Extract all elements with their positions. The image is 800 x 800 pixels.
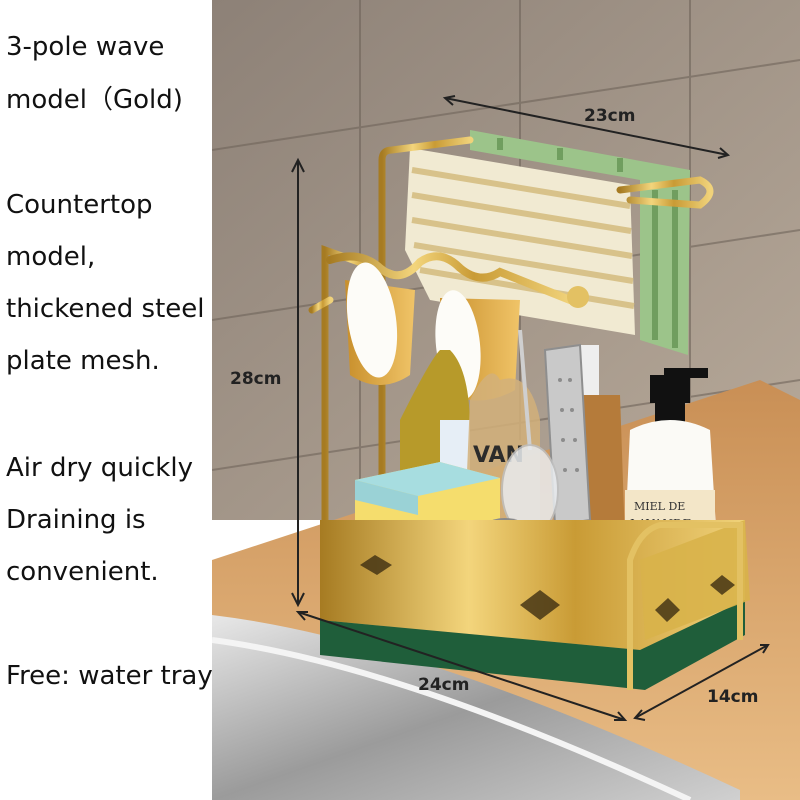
feature-line-2: model（Gold)	[6, 85, 183, 115]
feature-line-3: Countertop	[6, 190, 153, 220]
dimension-width-label: 23cm	[584, 106, 636, 126]
dimension-length-label: 24cm	[418, 675, 470, 695]
dimension-depth-label: 14cm	[707, 687, 759, 707]
product-photo: VAN MIEL DE LAVANDE	[212, 0, 800, 800]
feature-line-4: model,	[6, 242, 96, 272]
bottle-label-miel: MIEL DE	[634, 500, 685, 513]
feature-line-7: Air dry quickly	[6, 453, 193, 483]
feature-line-6: plate mesh.	[6, 346, 160, 376]
dimension-height-label: 28cm	[230, 369, 282, 389]
gold-basket	[320, 520, 750, 690]
feature-line-8: Draining is	[6, 505, 146, 535]
green-plaid-towel	[470, 130, 690, 355]
feature-line-9: convenient.	[6, 557, 159, 587]
description-panel: 3-pole wave model（Gold) Countertop model…	[0, 0, 213, 800]
mug-left	[345, 262, 415, 385]
feature-line-1: 3-pole wave	[6, 32, 165, 62]
feature-line-10: Free: water tray	[6, 661, 213, 691]
strainer	[501, 329, 559, 536]
dimension-arrows	[291, 95, 770, 721]
feature-line-5: thickened steel	[6, 294, 205, 324]
